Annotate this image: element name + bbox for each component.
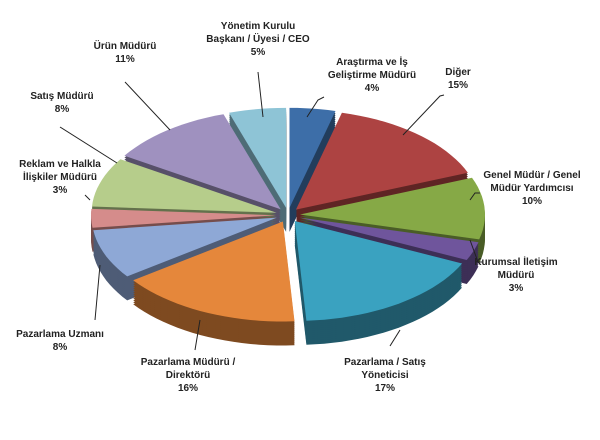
leader-line-urun [124,81,171,131]
pie-slice-4 [294,220,463,345]
pie-slice-top [289,107,336,208]
pie-slice-top [92,159,277,213]
pie-slice-5 [133,221,295,346]
leader-line-satis [59,126,118,164]
pie-slice-top [133,221,295,322]
leader-line-kurumsal [469,239,482,263]
pie-slice-top [295,112,468,210]
pie-slice-top [124,114,281,210]
leader-line-genel [469,192,480,201]
pie-slice-top [294,220,463,321]
leader-line-reklam [84,194,91,201]
pie-slice-top [299,217,479,260]
pie-slice-top [91,208,277,228]
leader-line-uzmani [94,264,101,321]
pie-slice-top [93,217,277,277]
leader-line-pazarlama-satis [389,329,401,347]
pie-slice-top [229,107,287,208]
leader-line-yonetim [257,71,264,118]
leader-line-diger [402,94,445,136]
leader-line-arastirma [306,96,325,118]
pie-slice-top [299,177,485,240]
leader-line-pazarlama-muduru [194,319,201,351]
